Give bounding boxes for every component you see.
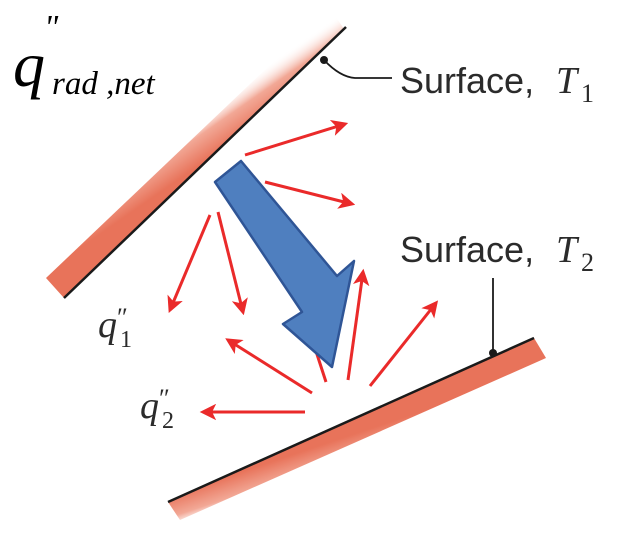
flux-2-prime: ″ xyxy=(159,384,170,413)
surface-1 xyxy=(46,8,347,299)
surface-2-shading xyxy=(168,338,546,520)
flux-1-sub: 1 xyxy=(120,327,132,353)
surface-2-point xyxy=(489,349,497,357)
surface-2-var: T xyxy=(556,229,580,271)
surface-2-text: Surface, xyxy=(400,229,534,270)
flux-2-var: q xyxy=(140,385,159,427)
surface-1-leader xyxy=(320,56,392,79)
surface-1-leader-line xyxy=(323,59,392,79)
surface-2-leader xyxy=(489,278,497,357)
surface-1-label: Surface, T 1 xyxy=(400,60,594,108)
surface-2-label: Surface, T 2 xyxy=(400,229,594,277)
net-radiation-label: q " rad ,net xyxy=(13,9,155,102)
arrow-s1-4 xyxy=(216,211,248,316)
flux-1-var: q xyxy=(98,304,117,346)
arrow-s1-1 xyxy=(244,120,349,157)
surface-2-line xyxy=(167,336,535,504)
net-radiation-q: q xyxy=(13,29,45,100)
surface-1-text: Surface, xyxy=(400,60,534,101)
arrow-s2-2 xyxy=(346,268,370,381)
surface-2 xyxy=(167,336,546,520)
net-radiation-arrow xyxy=(213,159,356,369)
net-radiation-subscript: rad ,net xyxy=(52,66,155,102)
arrow-s2-3 xyxy=(368,300,439,387)
surface-1-emission-arrows xyxy=(167,120,356,316)
flux-1-prime: ″ xyxy=(117,303,128,332)
net-radiation-prime: " xyxy=(44,9,59,46)
flux-2-sub: 2 xyxy=(162,408,174,434)
flux-2-label: q ″ 2 xyxy=(140,384,174,434)
surface-1-var: T xyxy=(556,60,580,102)
arrow-s1-3 xyxy=(167,214,212,314)
surface-1-shading xyxy=(46,8,344,298)
surface-1-sub: 1 xyxy=(581,79,594,108)
surface-2-sub: 2 xyxy=(581,248,594,277)
flux-1-label: q ″ 1 xyxy=(98,303,132,353)
arrow-s2-4 xyxy=(225,338,313,395)
arrow-s1-2 xyxy=(264,180,356,209)
surface-1-line xyxy=(63,26,347,299)
